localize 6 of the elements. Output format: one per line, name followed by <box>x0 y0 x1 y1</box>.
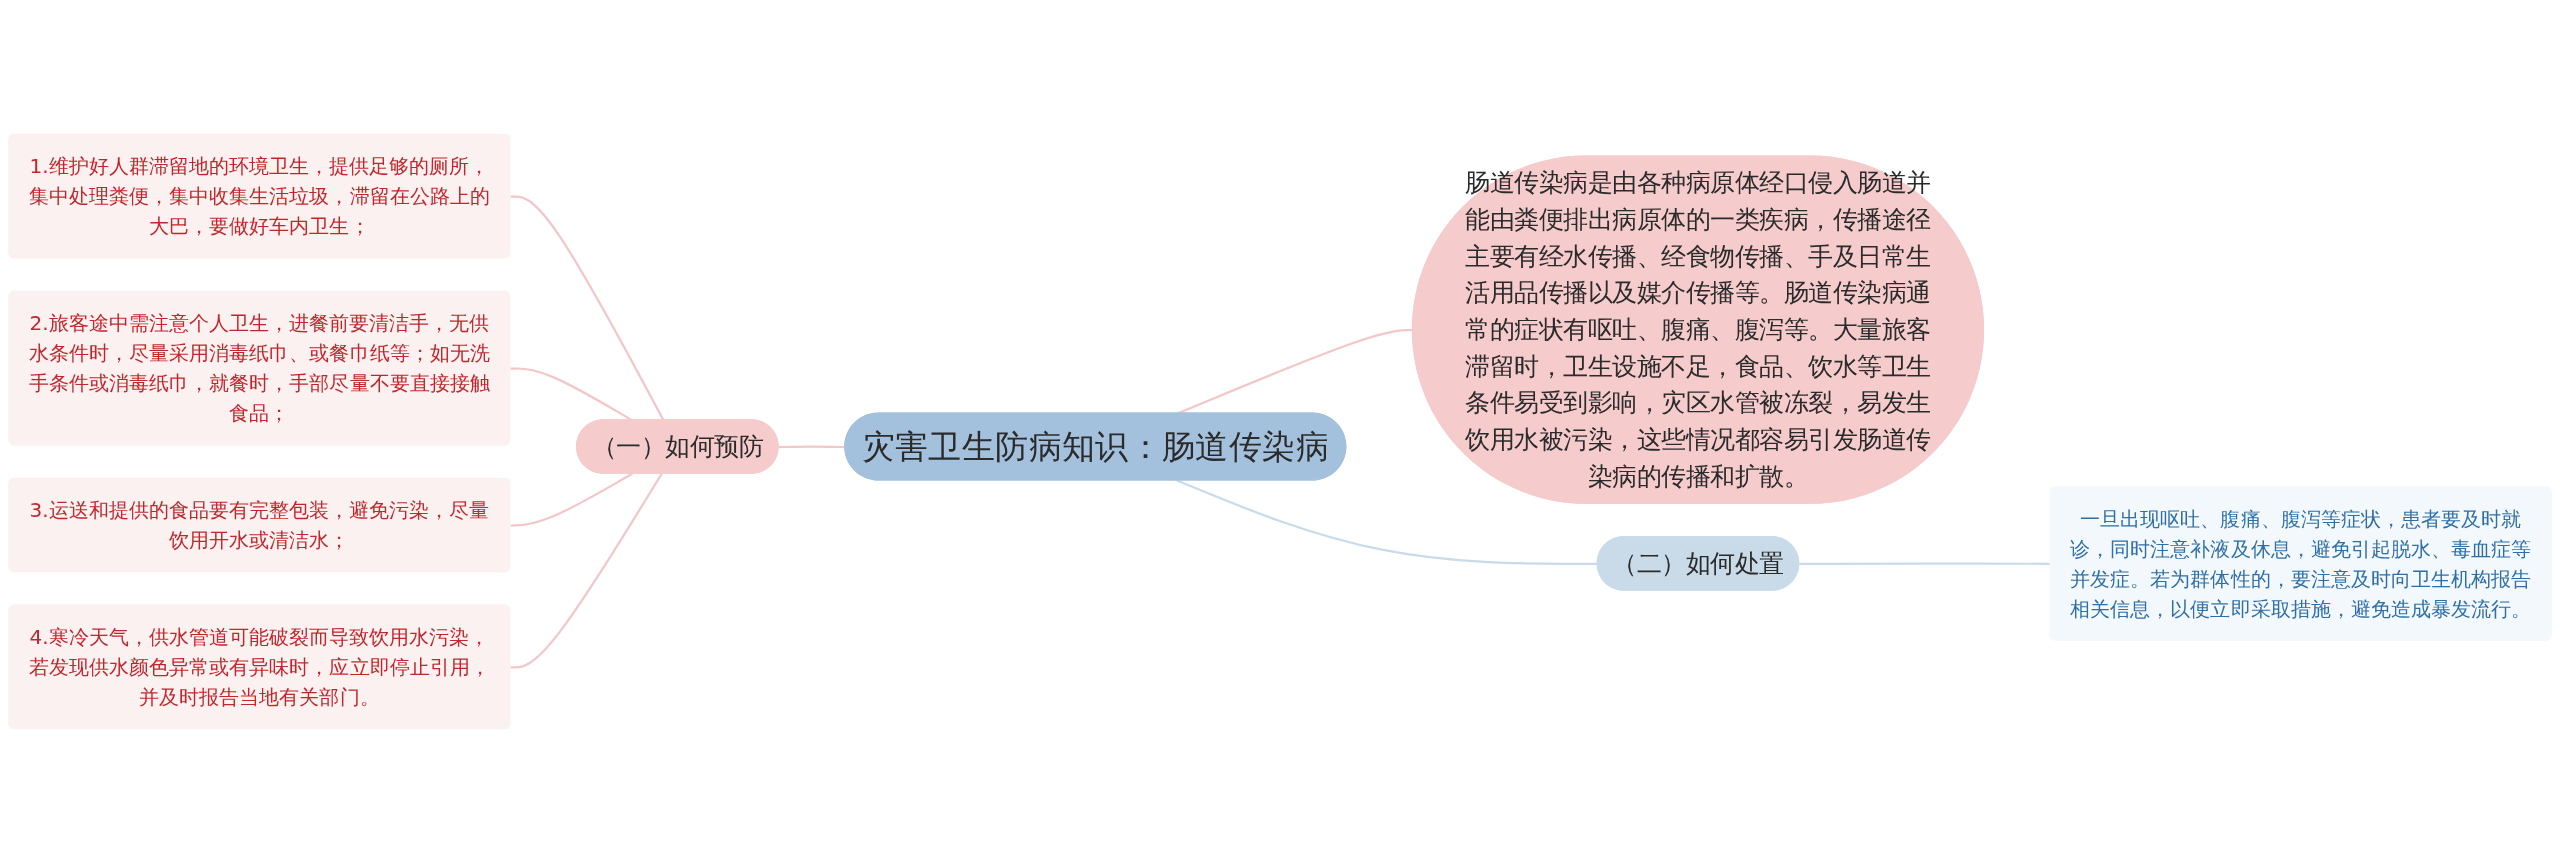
connector <box>1799 562 2051 566</box>
connector <box>510 472 633 527</box>
connector <box>1176 479 1598 566</box>
connector <box>510 195 665 421</box>
connector <box>510 473 663 669</box>
connector <box>778 445 846 449</box>
